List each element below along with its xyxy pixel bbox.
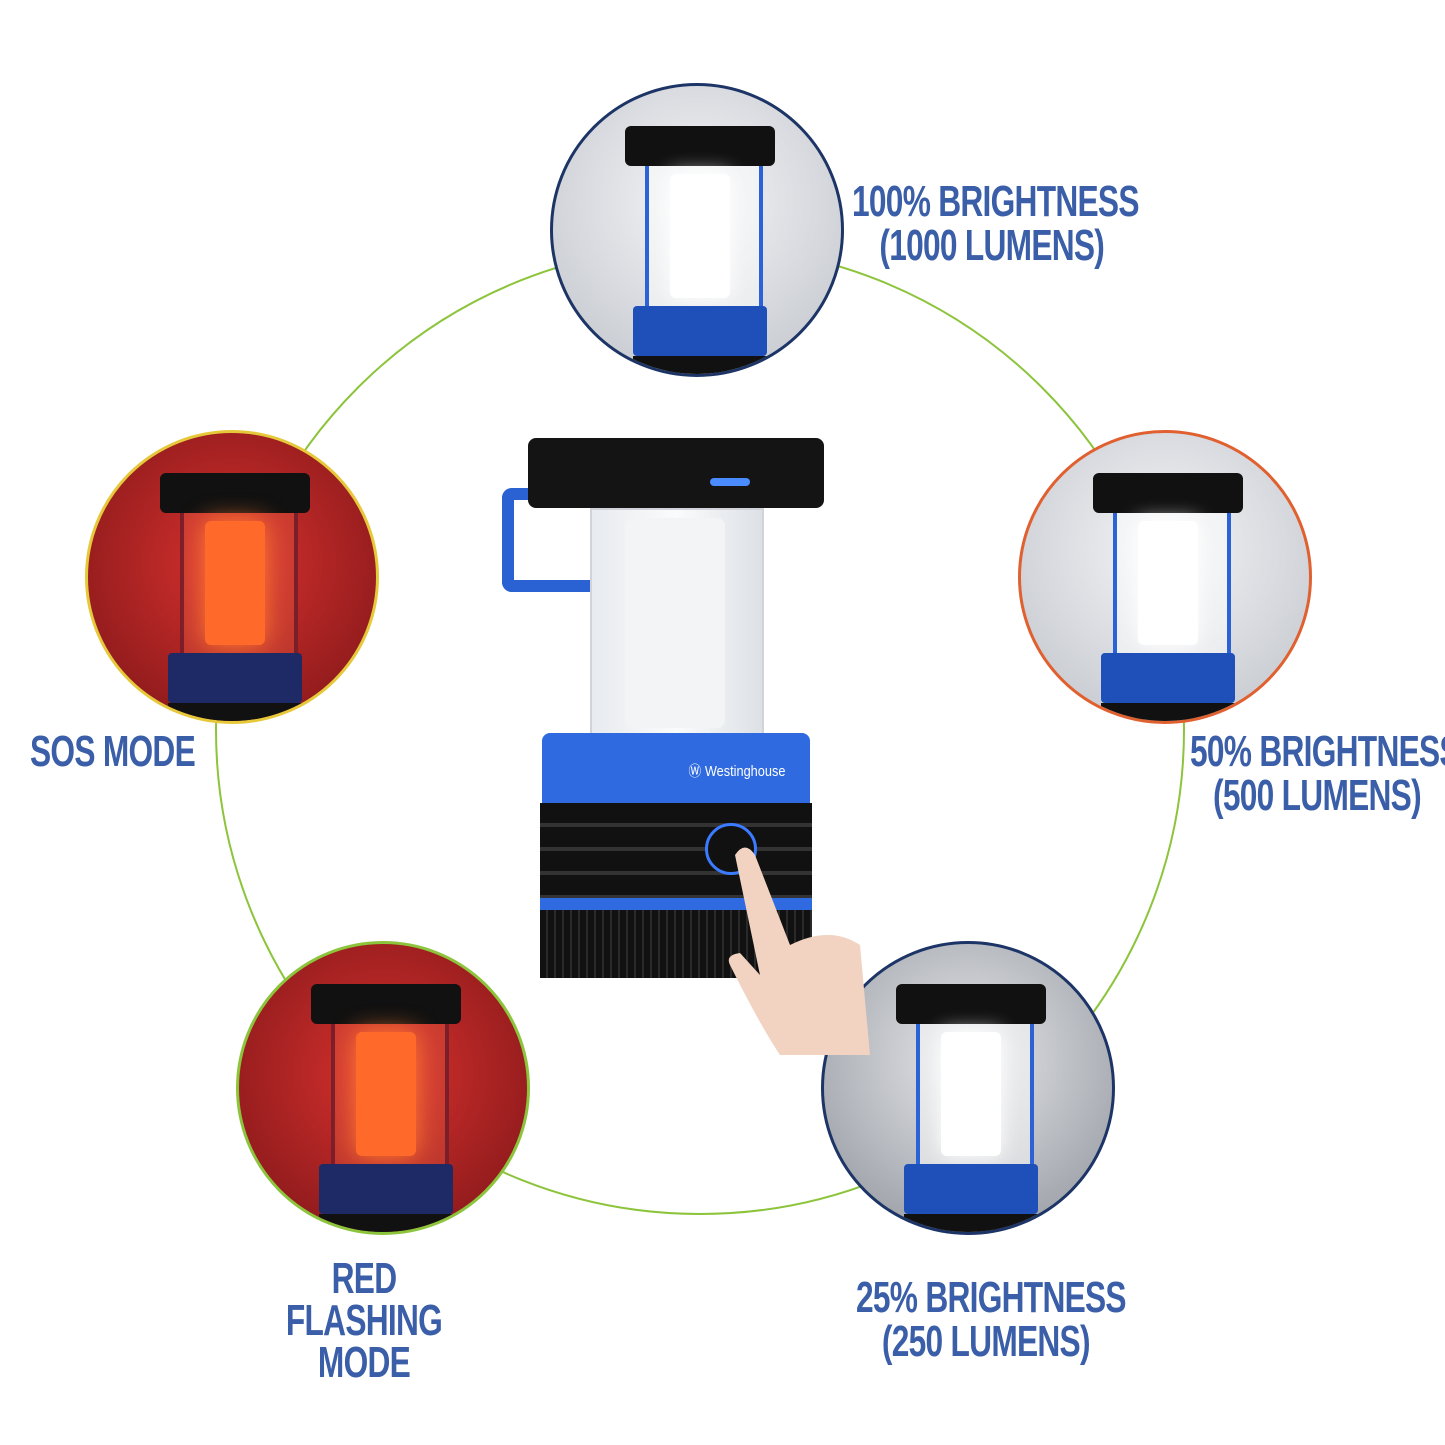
label-25-brightness: 25% BRIGHTNESS(250 LUMENS) [856, 1273, 1127, 1366]
mode-image-100 [550, 83, 844, 377]
mode-image-25 [821, 941, 1115, 1235]
lantern-image [311, 984, 461, 1232]
main-lantern-image: Ⓦ Westinghouse [500, 438, 830, 998]
brand-logo: Ⓦ Westinghouse [688, 763, 786, 780]
label-100-brightness: 100% BRIGHTNESS(1000 LUMENS) [852, 177, 1139, 270]
lantern-image [896, 984, 1046, 1232]
finger-pressing-icon [728, 847, 870, 1055]
lantern-image [625, 126, 775, 374]
mode-image-red-flashing [236, 941, 530, 1235]
label-sos-mode: SOS MODE [30, 727, 196, 776]
lantern-image [160, 473, 310, 721]
label-50-brightness: 50% BRIGHTNESS(500 LUMENS) [1190, 727, 1445, 820]
mode-image-sos [85, 430, 379, 724]
lantern-image [1093, 473, 1243, 721]
mode-image-50 [1018, 430, 1312, 724]
